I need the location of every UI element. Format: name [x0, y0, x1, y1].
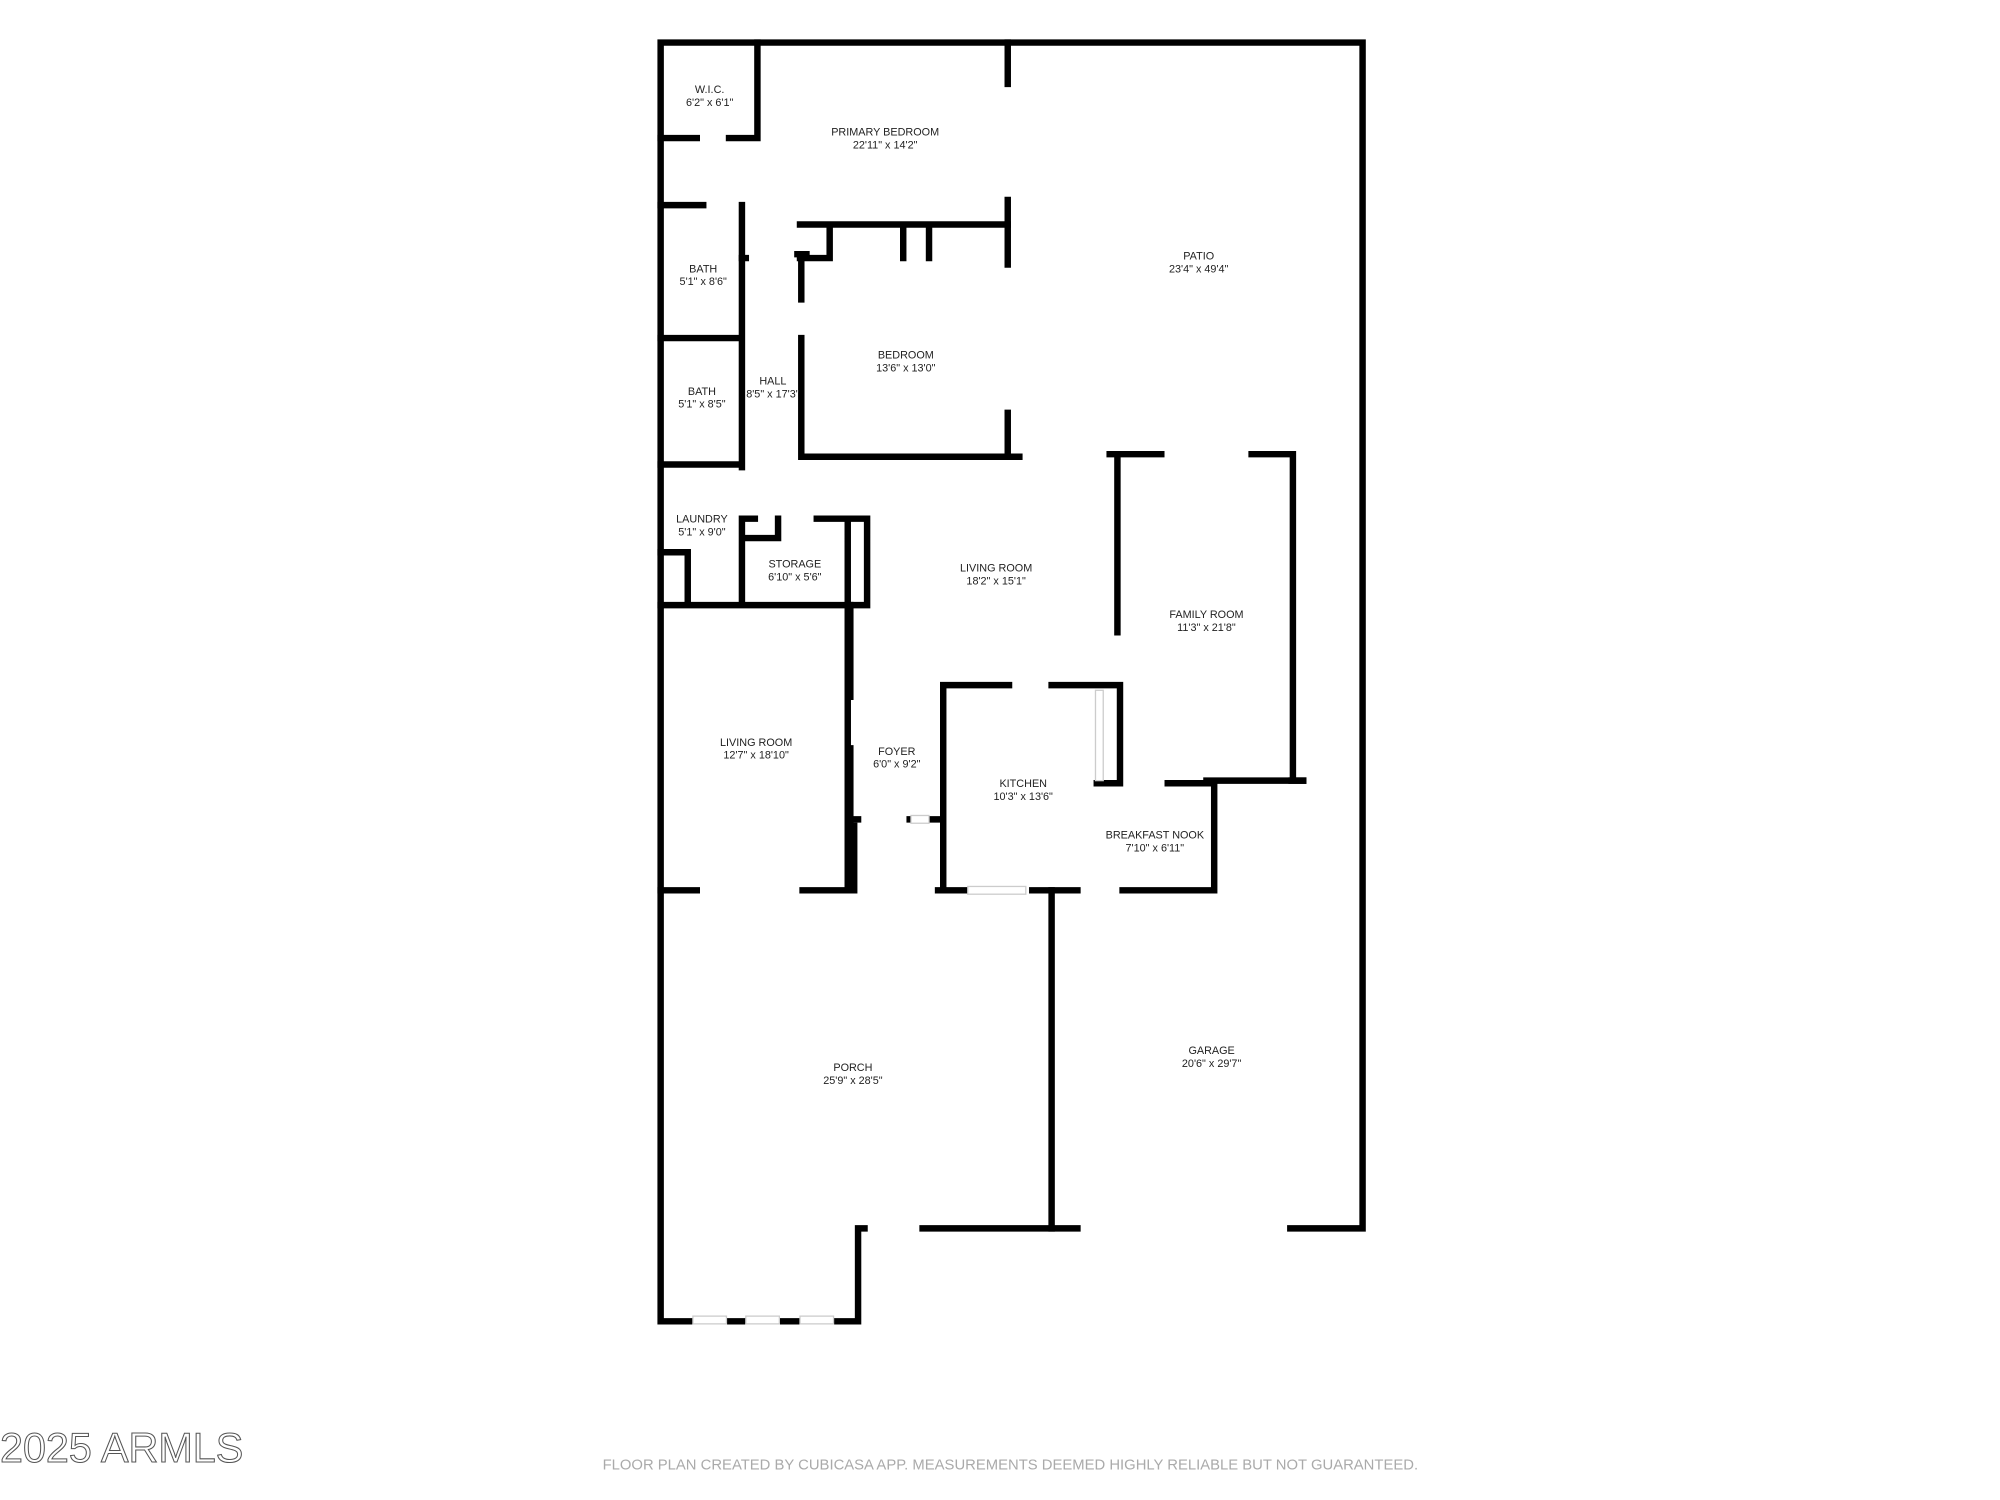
svg-text:6'0" x 9'2": 6'0" x 9'2"	[873, 759, 920, 771]
svg-text:GARAGE: GARAGE	[1188, 1045, 1234, 1057]
svg-text:BATH: BATH	[688, 386, 716, 398]
svg-text:KITCHEN: KITCHEN	[999, 778, 1047, 790]
svg-text:18'2" x 15'1": 18'2" x 15'1"	[966, 576, 1026, 588]
svg-text:W.I.C.: W.I.C.	[695, 84, 724, 96]
svg-text:23'4" x 49'4": 23'4" x 49'4"	[1169, 263, 1229, 275]
svg-text:PATIO: PATIO	[1183, 250, 1214, 262]
svg-text:6'10" x 5'6": 6'10" x 5'6"	[768, 572, 822, 584]
windows	[692, 689, 1104, 1325]
disclaimer: FLOOR PLAN CREATED BY CUBICASA APP. MEAS…	[603, 1458, 1418, 1474]
svg-text:20'6" x 29'7": 20'6" x 29'7"	[1182, 1058, 1242, 1070]
svg-text:PRIMARY BEDROOM: PRIMARY BEDROOM	[831, 126, 939, 138]
svg-text:22'11" x 14'2": 22'11" x 14'2"	[853, 139, 918, 151]
svg-text:FOYER: FOYER	[878, 746, 915, 758]
svg-text:5'1" x 9'0": 5'1" x 9'0"	[678, 526, 725, 538]
svg-text:HALL: HALL	[759, 376, 786, 388]
svg-text:FAMILY ROOM: FAMILY ROOM	[1169, 609, 1243, 621]
svg-text:13'6" x 13'0": 13'6" x 13'0"	[876, 363, 936, 375]
svg-text:12'7" x 18'10": 12'7" x 18'10"	[723, 750, 789, 762]
room-wic: W.I.C.6'2" x 6'1"	[686, 84, 733, 109]
svg-text:LIVING ROOM: LIVING ROOM	[960, 563, 1032, 575]
svg-text:BEDROOM: BEDROOM	[878, 350, 934, 362]
svg-text:BREAKFAST NOOK: BREAKFAST NOOK	[1106, 830, 1205, 842]
svg-text:11'3" x 21'8": 11'3" x 21'8"	[1177, 622, 1236, 634]
svg-text:LIVING ROOM: LIVING ROOM	[720, 737, 792, 749]
svg-text:10'3" x 13'6": 10'3" x 13'6"	[994, 791, 1054, 803]
svg-text:6'2" x 6'1": 6'2" x 6'1"	[686, 97, 733, 109]
svg-text:25'9" x 28'5": 25'9" x 28'5"	[823, 1075, 883, 1087]
svg-text:5'1" x 8'5": 5'1" x 8'5"	[678, 399, 725, 411]
svg-text:PORCH: PORCH	[833, 1062, 872, 1074]
svg-text:5'1" x 8'6": 5'1" x 8'6"	[680, 276, 727, 288]
svg-text:8'5" x 17'3": 8'5" x 17'3"	[746, 388, 800, 400]
svg-text:LAUNDRY: LAUNDRY	[676, 514, 728, 526]
svg-text:7'10" x 6'11": 7'10" x 6'11"	[1126, 843, 1185, 855]
watermark: 2025 ARMLS	[0, 1425, 243, 1471]
room-labels: W.I.C.6'2" x 6'1" PRIMARY BEDROOM22'11" …	[676, 84, 1243, 1087]
svg-text:BATH: BATH	[689, 263, 717, 275]
svg-text:STORAGE: STORAGE	[768, 559, 821, 571]
walls	[657, 39, 1366, 1325]
